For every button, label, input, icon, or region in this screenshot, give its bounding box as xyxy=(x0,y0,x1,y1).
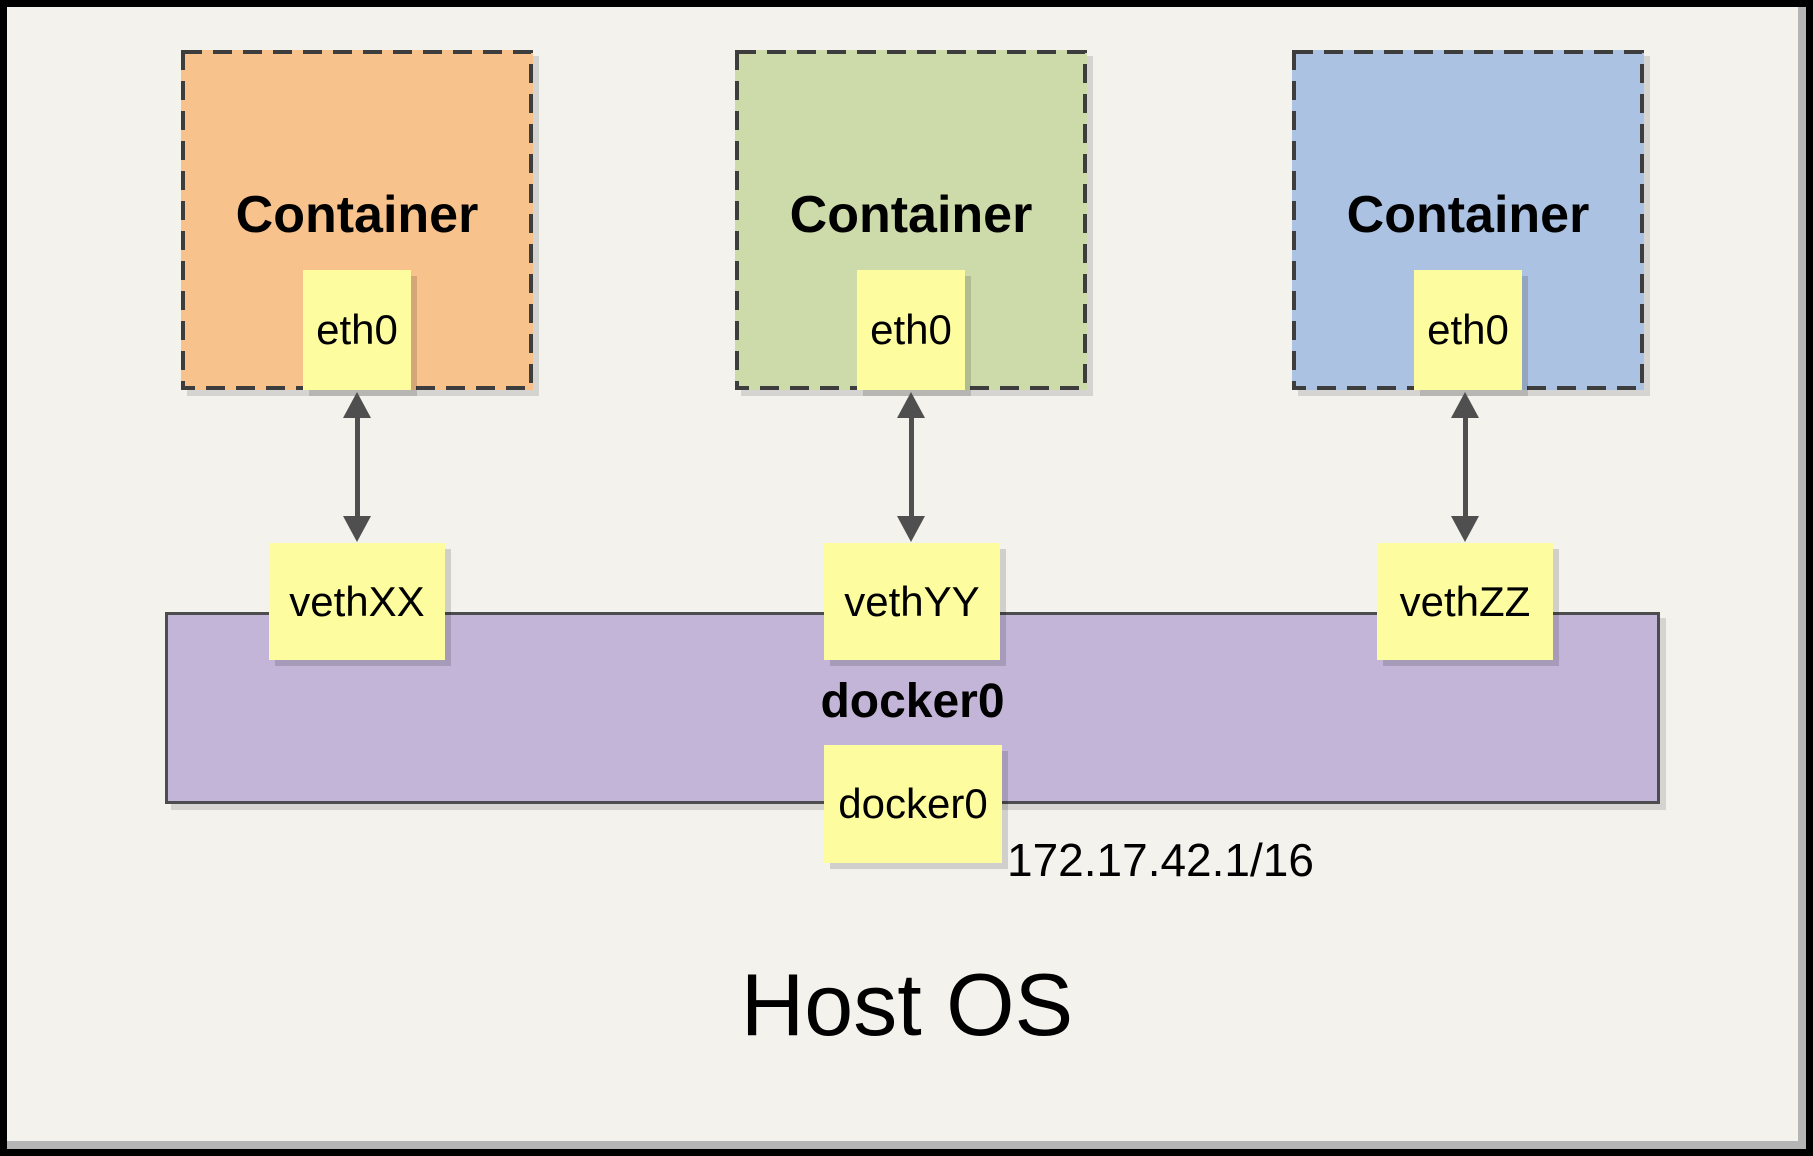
eth0-label: eth0 xyxy=(1427,306,1509,353)
container-title: Container xyxy=(789,186,1033,244)
veth-connection-arrow-2 xyxy=(897,392,925,542)
arrowhead-down-icon xyxy=(897,516,925,542)
container-box-1: Container eth0 xyxy=(181,50,533,390)
vethxx-port-box: vethXX xyxy=(269,543,445,660)
docker0-bridge-label: docker0 xyxy=(820,675,1005,728)
container-title: Container xyxy=(235,186,479,244)
bridge-ip-address: 172.17.42.1/16 xyxy=(1007,834,1314,886)
container-box-2: Container eth0 xyxy=(735,50,1087,390)
host-os-label: Host OS xyxy=(740,955,1074,1054)
vethxx-label: vethXX xyxy=(289,577,425,625)
arrow-shaft xyxy=(908,412,914,522)
veth-connection-arrow-1 xyxy=(343,392,371,542)
veth-connection-arrow-3 xyxy=(1451,392,1479,542)
eth0-interface-box: eth0 xyxy=(857,270,965,390)
container-box-3: Container eth0 xyxy=(1292,50,1644,390)
eth0-interface-box: eth0 xyxy=(1414,270,1522,390)
arrowhead-down-icon xyxy=(1451,516,1479,542)
docker0-interface-label: docker0 xyxy=(838,780,988,827)
vethyy-port-box: vethYY xyxy=(824,543,1000,660)
arrowhead-down-icon xyxy=(343,516,371,542)
vethzz-port-box: vethZZ xyxy=(1377,543,1553,660)
vethyy-label: vethYY xyxy=(844,577,980,625)
eth0-label: eth0 xyxy=(316,306,398,353)
vethzz-label: vethZZ xyxy=(1399,577,1531,625)
arrow-shaft xyxy=(354,412,360,522)
arrow-shaft xyxy=(1462,412,1468,522)
docker0-interface-box: docker0 xyxy=(824,745,1002,863)
container-title: Container xyxy=(1346,186,1590,244)
eth0-interface-box: eth0 xyxy=(303,270,411,390)
eth0-label: eth0 xyxy=(870,306,952,353)
